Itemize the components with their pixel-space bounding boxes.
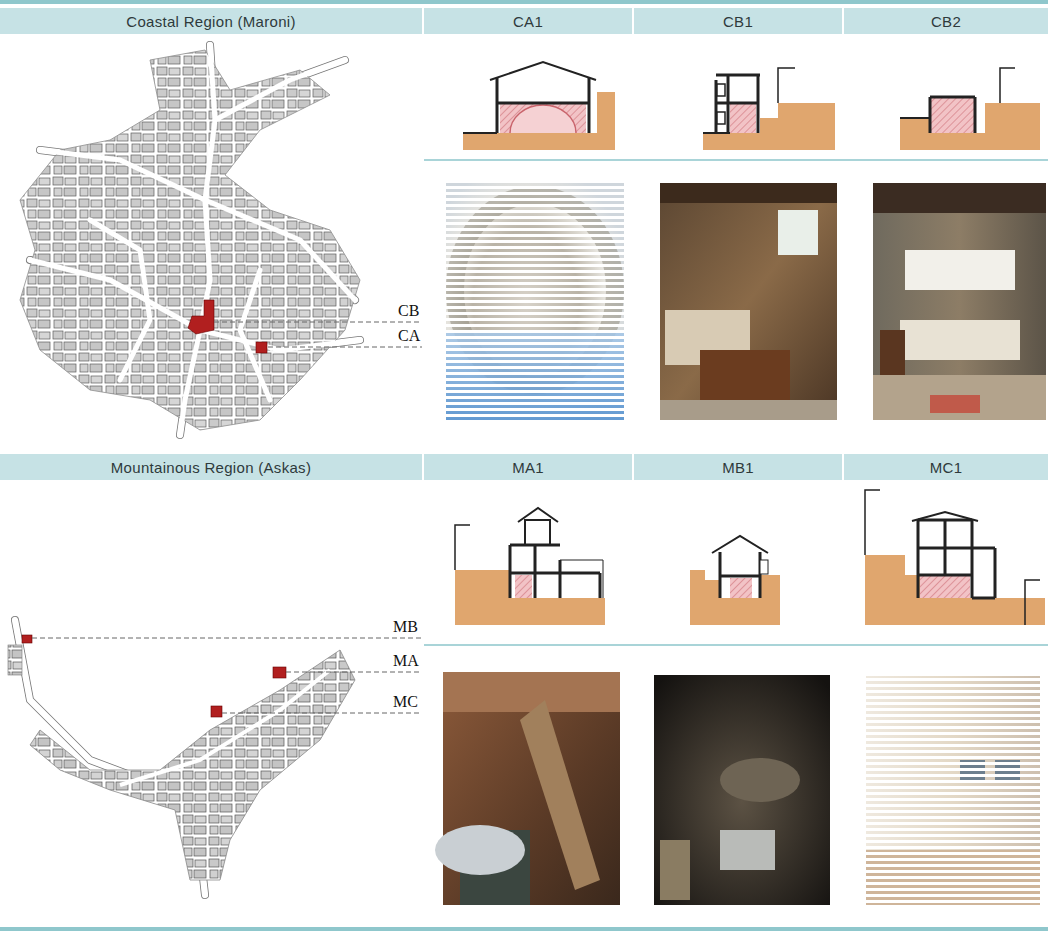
header-text: CA1 — [513, 13, 543, 30]
section-ca1 — [463, 62, 615, 150]
header-text: CB1 — [723, 13, 753, 30]
section-ma1 — [455, 508, 605, 625]
header-text: MA1 — [512, 459, 544, 476]
photo-cb1 — [660, 183, 837, 420]
header-cell: MC1 — [844, 454, 1048, 480]
section-cb2 — [900, 68, 1040, 150]
map-label: MC — [392, 693, 419, 711]
header-text: Mountainous Region (Askas) — [111, 459, 311, 476]
map-label: CB — [397, 302, 420, 320]
header-cell: Mountainous Region (Askas) — [0, 454, 422, 480]
header-cell: MB1 — [634, 454, 842, 480]
map-label: MA — [392, 652, 420, 670]
mountain-map — [8, 620, 422, 895]
header-text: Coastal Region (Maroni) — [126, 13, 295, 30]
header-cell: Coastal Region (Maroni) — [0, 8, 422, 34]
coastal-map — [20, 45, 422, 435]
map-label: MB — [392, 618, 419, 636]
section-cb1 — [703, 68, 835, 150]
header-text: MB1 — [722, 459, 754, 476]
header-cell: CA1 — [424, 8, 632, 34]
header-cell: CB2 — [844, 8, 1048, 34]
header-cell: MA1 — [424, 454, 632, 480]
photo-mb1 — [654, 675, 830, 905]
section-mc1 — [865, 490, 1045, 625]
map-label: CA — [397, 327, 421, 345]
photo-mc1 — [866, 676, 1040, 905]
header-text: MC1 — [930, 459, 963, 476]
photo-cb2 — [873, 183, 1046, 420]
section-mb1 — [690, 536, 780, 625]
photo-ca1 — [446, 183, 624, 420]
photo-ma1 — [435, 672, 620, 905]
header-cell: CB1 — [634, 8, 842, 34]
header-text: CB2 — [931, 13, 961, 30]
